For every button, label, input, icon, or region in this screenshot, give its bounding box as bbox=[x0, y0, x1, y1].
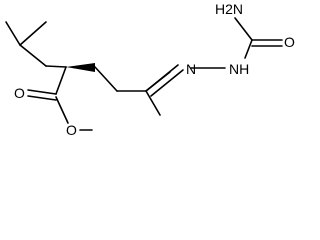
bond-carbonyl-double-a bbox=[27, 89, 57, 95]
amino-group-label: H2N bbox=[215, 1, 243, 17]
bond-chain-3 bbox=[145, 90, 161, 116]
ester-carbonyl-oxygen-label: O bbox=[14, 85, 25, 101]
bond-alpha-to-carbonyl bbox=[55, 66, 67, 95]
bond-isopropyl-to-alpha bbox=[19, 44, 47, 67]
hydrazone-nitrogen-label: N bbox=[186, 61, 196, 77]
ester-oxygen-label: O bbox=[66, 122, 77, 138]
bond-methyl-right bbox=[19, 21, 47, 46]
bond-c-n-double-b bbox=[150, 69, 184, 97]
molecule-diagram: O O N NH O H2N bbox=[5, 1, 295, 138]
bond-chain-1 bbox=[94, 66, 118, 92]
hydrazide-nitrogen-label: NH bbox=[229, 61, 249, 77]
bond-alpha-link bbox=[45, 65, 67, 68]
ester-group: O O bbox=[14, 85, 93, 138]
bond-c-n-double-a bbox=[145, 64, 179, 92]
bond-carbonyl-to-amino bbox=[234, 17, 253, 41]
bond-carbonyl-to-oxygen bbox=[55, 96, 69, 124]
bond-methyl-left bbox=[5, 21, 21, 46]
urea-oxygen-label: O bbox=[284, 34, 295, 50]
isopropyl-group bbox=[5, 21, 47, 67]
stereo-wedge-bond bbox=[66, 63, 95, 72]
bond-carbonyl-double-b bbox=[27, 95, 57, 101]
bond-nh-to-carbonyl bbox=[244, 39, 253, 59]
